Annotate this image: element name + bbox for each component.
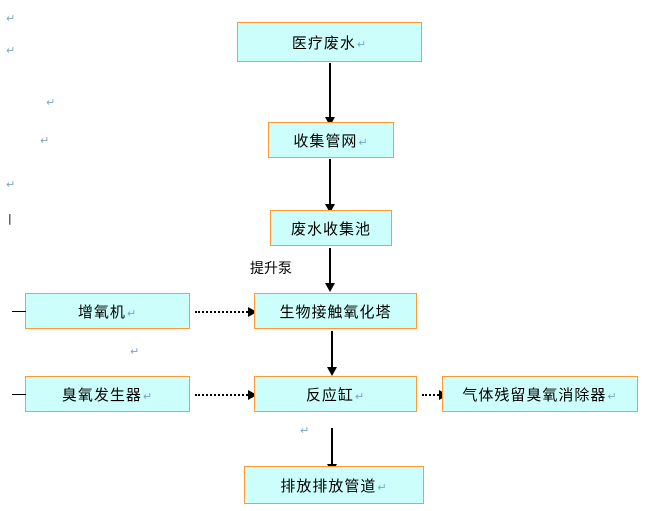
node-label: 废水收集池 — [290, 219, 371, 238]
paragraph-mark-icon: ↵ — [40, 134, 50, 147]
node-label: 反应缸 — [305, 385, 354, 404]
paragraph-mark-icon: ↵ — [6, 178, 16, 191]
node-biological-contact-oxidation-tower[interactable]: 生物接触氧化塔 — [254, 293, 417, 329]
paragraph-mark-icon: ↵ — [358, 135, 369, 149]
paragraph-mark-icon: ↵ — [354, 389, 366, 403]
paragraph-mark-icon: ↵ — [377, 480, 388, 494]
node-label: 臭氧发生器 — [61, 385, 142, 404]
node-collection-pipe-network[interactable]: 收集管网↵ — [268, 122, 394, 158]
paragraph-mark-icon: ↵ — [6, 44, 16, 57]
node-label: 气体残留臭氧消除器 — [462, 385, 607, 404]
node-aerator[interactable]: 增氧机↵ — [25, 293, 190, 329]
edge-stub-left-2 — [12, 394, 26, 395]
edge-arrow-down-1 — [329, 63, 331, 118]
node-reaction-tank[interactable]: 反应缸↵ — [254, 376, 417, 412]
paragraph-mark-icon: ↵ — [356, 37, 368, 51]
paragraph-mark-icon: ↵ — [300, 424, 310, 437]
text-cursor-icon: | — [8, 212, 12, 225]
edge-arrow-right-1 — [195, 307, 257, 317]
paragraph-mark-icon: ↵ — [46, 96, 56, 109]
edge-arrow-right-3 — [422, 390, 448, 400]
node-label: 医疗废水 — [291, 33, 356, 52]
paragraph-mark-icon: ↵ — [130, 345, 140, 358]
edge-arrow-down-5 — [331, 428, 333, 465]
node-label: 生物接触氧化塔 — [279, 302, 392, 321]
paragraph-mark-icon: ↵ — [6, 12, 16, 25]
paragraph-mark-icon: ↵ — [142, 389, 154, 403]
edge-arrow-down-3 — [329, 248, 331, 284]
edge-arrow-right-2 — [195, 390, 257, 400]
paragraph-mark-icon: ↵ — [126, 306, 138, 320]
edge-label-lift-pump: 提升泵 — [250, 261, 292, 277]
node-ozone-generator[interactable]: 臭氧发生器↵ — [25, 376, 190, 412]
node-residual-ozone-eliminator[interactable]: 气体残留臭氧消除器↵ — [442, 376, 638, 412]
node-discharge-pipeline[interactable]: 排放排放管道↵ — [244, 466, 424, 504]
edge-arrow-down-2 — [329, 159, 331, 205]
node-label: 增氧机 — [77, 302, 126, 321]
node-wastewater-collection-tank[interactable]: 废水收集池 — [270, 210, 392, 246]
edge-stub-left-1 — [12, 311, 26, 312]
edge-arrow-down-4 — [331, 331, 333, 368]
node-label: 收集管网 — [293, 131, 358, 150]
node-label: 排放排放管道 — [280, 476, 377, 495]
paragraph-mark-icon: ↵ — [607, 389, 618, 403]
node-medical-wastewater[interactable]: 医疗废水↵ — [237, 22, 422, 62]
